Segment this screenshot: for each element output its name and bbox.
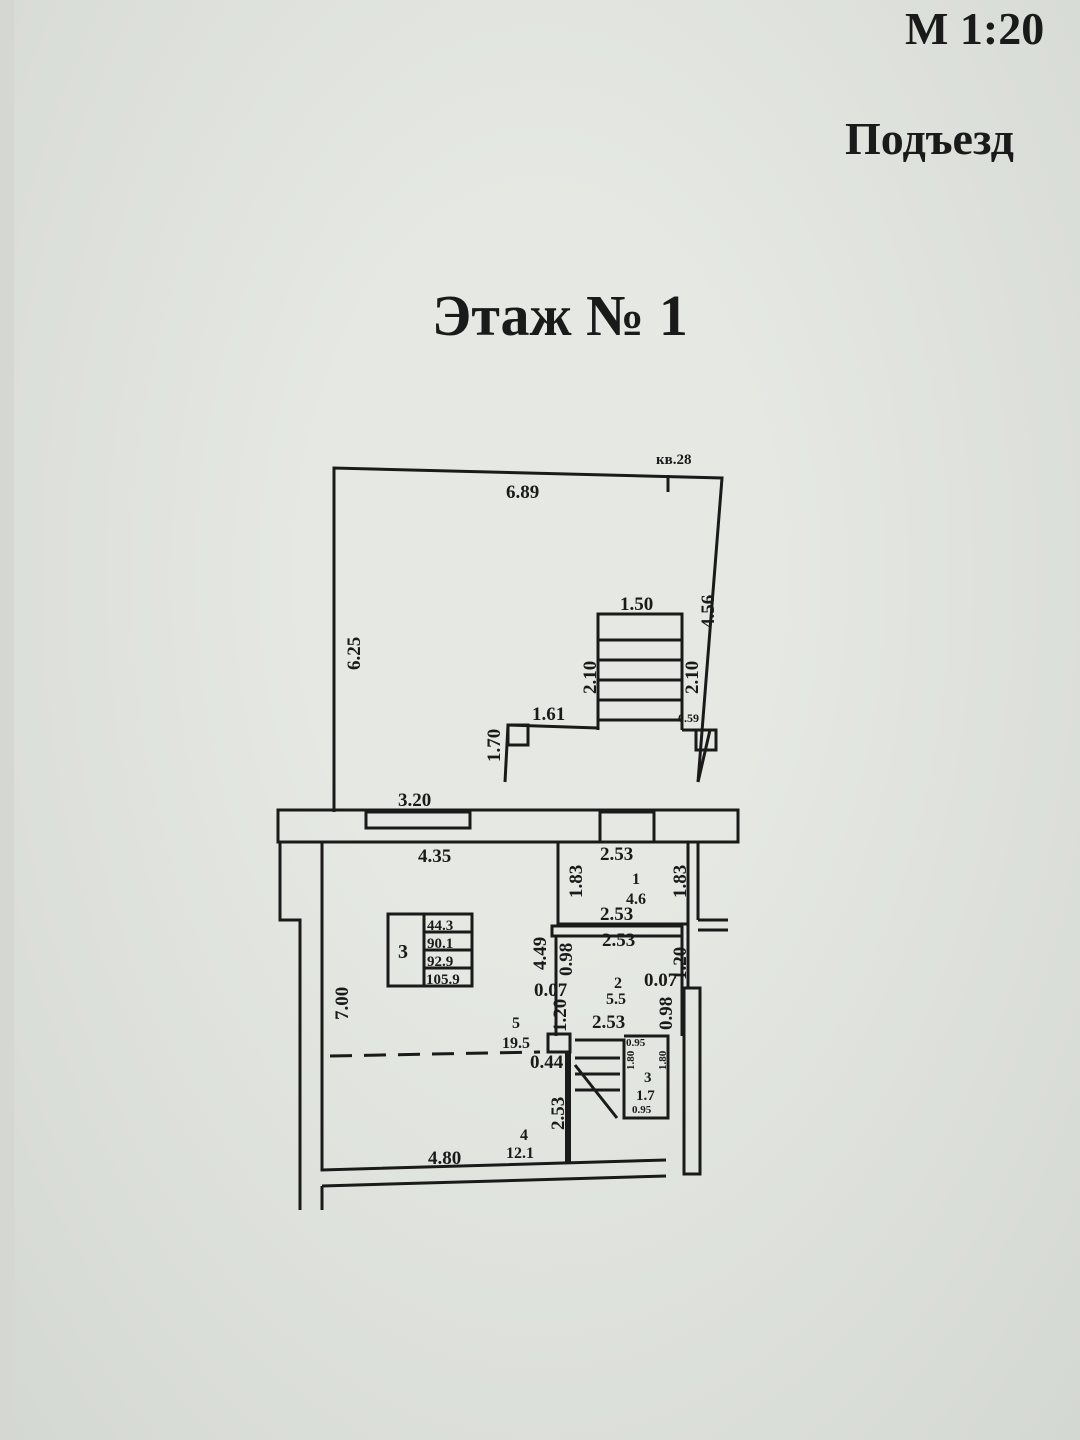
room-1-num: 1 (632, 871, 640, 888)
dim-right-upper: 4.56 (698, 595, 719, 628)
summary-value-4: 105.9 (426, 972, 460, 988)
dim-wall-upper: 3.20 (398, 790, 431, 811)
dim-stair-width: 1.50 (620, 594, 653, 615)
dim-landing: 1.61 (532, 704, 565, 725)
room-3-num: 3 (644, 1070, 652, 1086)
dim-left-upper: 6.25 (344, 637, 365, 670)
apartment-label: кв.28 (656, 452, 692, 468)
scale-label: М 1:20 (905, 3, 1045, 54)
dim-room1-left: 1.83 (566, 865, 587, 898)
summary-value-1: 44.3 (427, 918, 453, 934)
dim-room-width: 4.35 (418, 846, 451, 867)
room-2-area: 5.5 (606, 991, 626, 1008)
dim-room2-right-120: 1.20 (670, 947, 691, 980)
dim-small-095-top: 0.95 (626, 1037, 646, 1049)
dim-room2-right-007: 0.07 (644, 970, 678, 991)
room-2-num: 2 (614, 975, 622, 992)
summary-value-2: 90.1 (427, 936, 453, 952)
room-5-area: 19.5 (502, 1035, 530, 1052)
dim-room2-right-098: 0.98 (656, 997, 677, 1030)
paper-edge (0, 0, 14, 1440)
dim-corridor-098: 0.98 (556, 943, 577, 976)
dim-room2-bottom: 2.53 (592, 1012, 625, 1033)
dim-small-180-right: 1.80 (657, 1050, 669, 1070)
room-5-num: 5 (512, 1015, 520, 1032)
dim-left-total: 7.00 (332, 987, 353, 1020)
dim-top: 6.89 (506, 482, 539, 503)
summary-value-3: 92.9 (427, 954, 453, 970)
room-1-area: 4.6 (626, 891, 646, 908)
dim-lower-253: 2.53 (548, 1097, 569, 1130)
dim-landing-h: 1.70 (484, 729, 505, 762)
dim-small-095-bottom: 0.95 (632, 1104, 652, 1116)
dim-room1-top: 2.53 (600, 844, 633, 865)
dim-room2-top: 2.53 (602, 930, 635, 951)
dim-step-044: 0.44 (530, 1052, 564, 1073)
dim-room2-left-007: 0.07 (534, 980, 568, 1001)
dim-room1-bottom: 2.53 (600, 904, 633, 925)
plan-walls (276, 466, 740, 1210)
dim-bottom: 4.80 (428, 1148, 461, 1169)
entrance-label: Подъезд (845, 113, 1014, 164)
dim-small-180-left: 1.80 (625, 1050, 637, 1070)
dim-corridor-length: 4.49 (530, 937, 551, 970)
dim-stair-right: 2.10 (682, 661, 703, 694)
floor-title: Этаж № 1 (432, 283, 688, 348)
dim-room2-left-120: 1.20 (550, 999, 571, 1032)
dim-stair-left: 2.10 (580, 661, 601, 694)
room-4-num: 4 (520, 1127, 528, 1144)
dim-room1-right: 1.83 (670, 865, 691, 898)
room-4-area: 12.1 (506, 1145, 534, 1162)
summary-apartment: 3 (398, 941, 408, 963)
room-3-area: 1.7 (636, 1088, 655, 1104)
dim-small-right: 0.59 (678, 711, 699, 725)
